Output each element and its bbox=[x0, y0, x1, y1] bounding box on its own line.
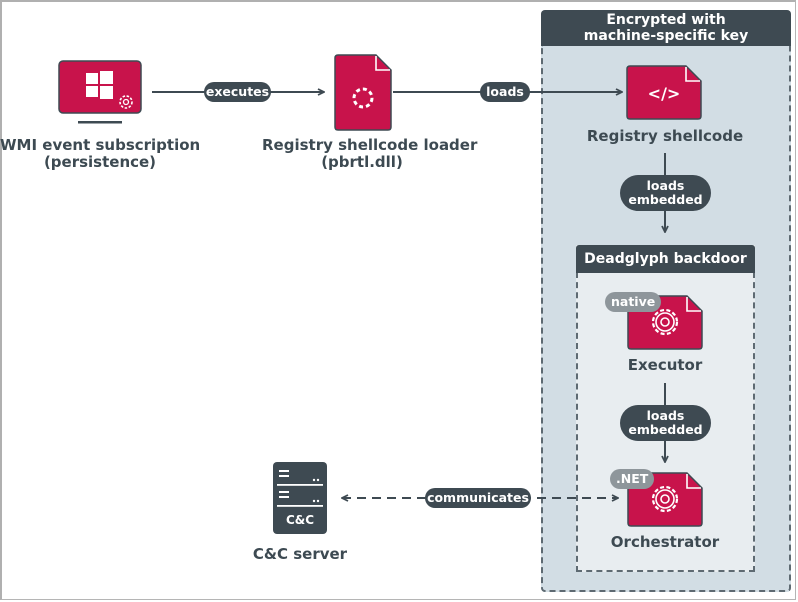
encrypted-group-title: Encrypted with machine-specific key bbox=[541, 10, 791, 46]
encrypted-title-line1: Encrypted with bbox=[606, 12, 726, 28]
file-loading-icon bbox=[334, 54, 392, 131]
shellcode-label: Registry shellcode bbox=[586, 127, 744, 145]
executor-label: Executor bbox=[627, 356, 703, 374]
edge-executes-label: executes bbox=[204, 82, 271, 102]
orchestrator-label: Orchestrator bbox=[610, 533, 720, 551]
file-code-icon: </> bbox=[626, 65, 702, 120]
executor-native-tag: native bbox=[605, 292, 662, 312]
deadglyph-group-border bbox=[576, 272, 755, 572]
encrypted-group-border bbox=[541, 44, 791, 592]
wmi-label-line1: WMI event subscription bbox=[0, 136, 201, 154]
wmi-label-line2: (persistence) bbox=[43, 153, 157, 171]
server-icon: C&C bbox=[273, 462, 327, 534]
edge-loads-embedded-1-line2: embedded bbox=[628, 192, 703, 207]
orchestrator-dotnet-tag: .NET bbox=[610, 469, 655, 489]
loader-label: Registry shellcode loader (pbrtl.dll) bbox=[262, 136, 478, 171]
edge-loads-label: loads bbox=[480, 82, 530, 102]
edge-loads-embedded-1-label: loads embedded bbox=[620, 175, 711, 211]
edge-loads-embedded-2-label: loads embedded bbox=[620, 405, 711, 441]
cc-icon-text: C&C bbox=[286, 513, 314, 527]
edge-loads-embedded-2-line1: loads bbox=[646, 408, 685, 423]
code-glyph: </> bbox=[648, 84, 681, 103]
edge-communicates-label: communicates bbox=[425, 488, 531, 508]
edge-loads-embedded-2-line2: embedded bbox=[628, 422, 703, 437]
cc-server-label: C&C server bbox=[252, 545, 348, 563]
windows-monitor-gear-icon bbox=[58, 60, 142, 124]
deadglyph-group-title: Deadglyph backdoor bbox=[576, 245, 755, 273]
loader-label-line1: Registry shellcode loader bbox=[262, 136, 478, 154]
loader-label-line2: (pbrtl.dll) bbox=[321, 153, 403, 171]
encrypted-title-line2: machine-specific key bbox=[583, 28, 749, 44]
wmi-label: WMI event subscription (persistence) bbox=[0, 137, 200, 171]
edge-loads-embedded-1-line1: loads bbox=[646, 178, 685, 193]
